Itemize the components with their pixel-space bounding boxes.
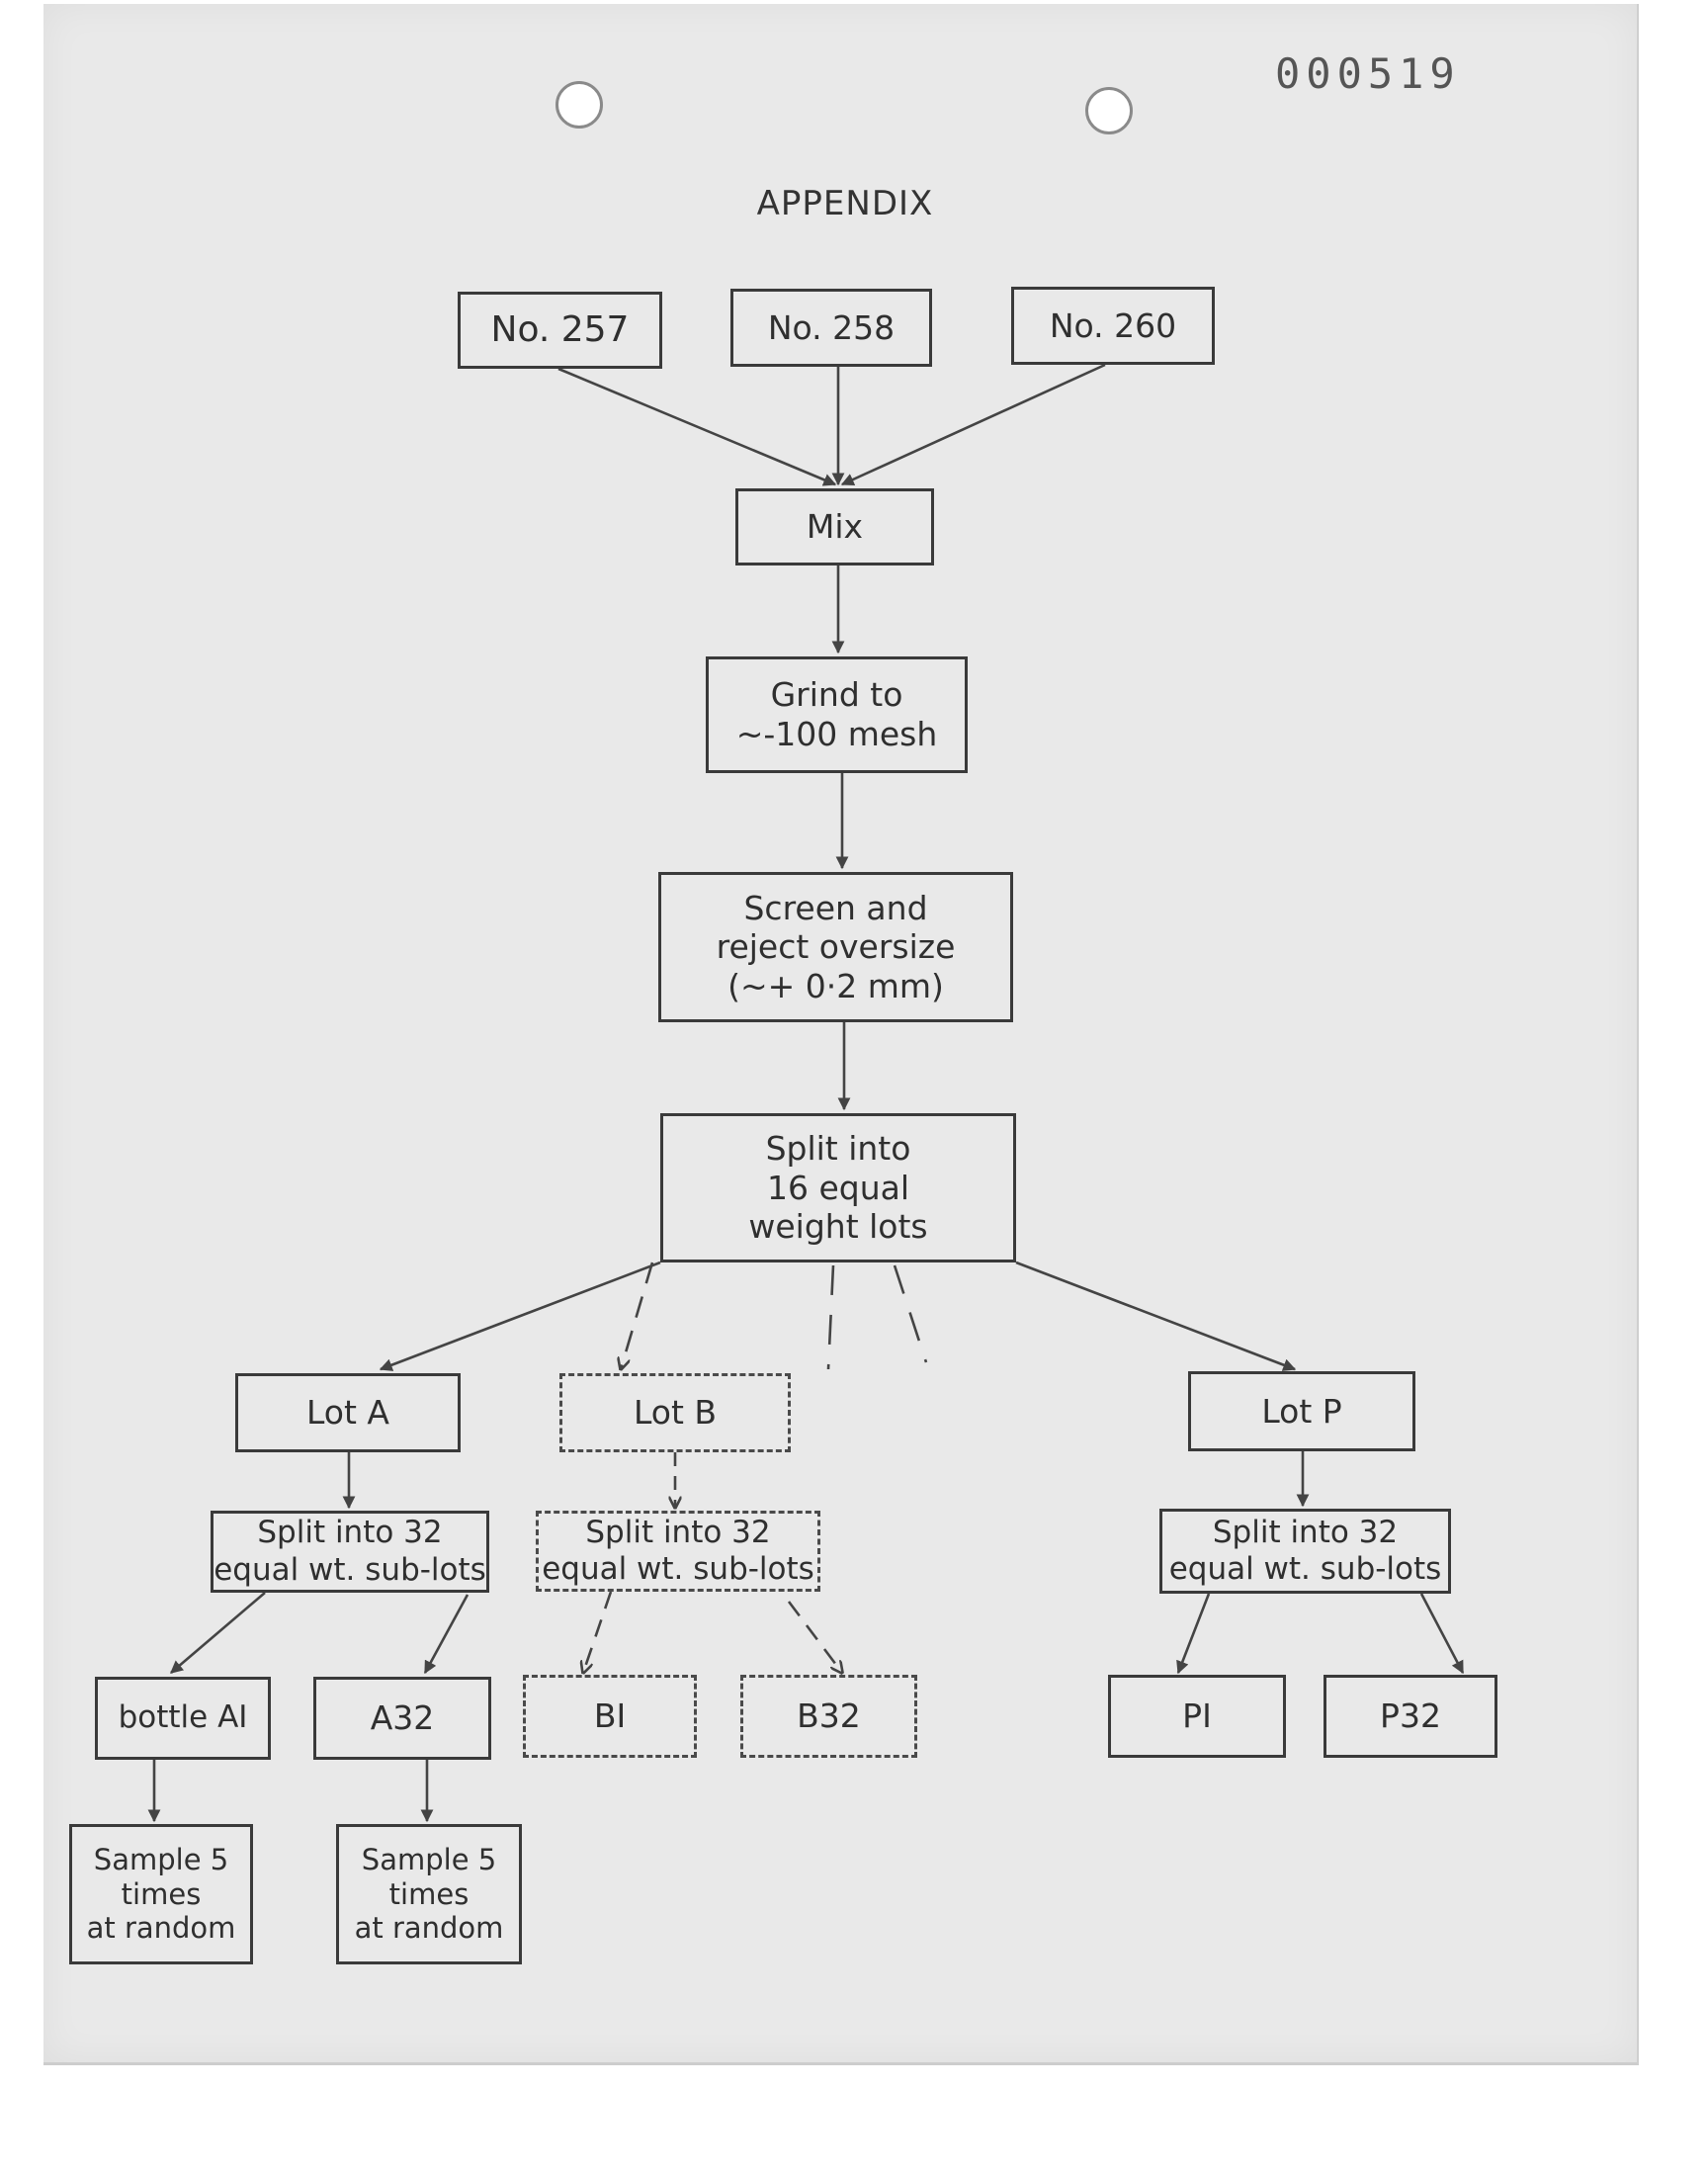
- document-page: [43, 4, 1639, 2065]
- lot-a-label: Lot A: [306, 1393, 389, 1433]
- source-box-257: No. 257: [458, 292, 662, 369]
- bottle-a1-label: bottle AI: [118, 1699, 248, 1736]
- split16-line-3: weight lots: [748, 1207, 928, 1247]
- bottle-b32-box: B32: [740, 1675, 917, 1758]
- screen-line-3: (~+ 0·2 mm): [727, 966, 944, 1005]
- source-label-260: No. 260: [1049, 305, 1177, 345]
- sample-a32-line-3: at random: [354, 1911, 504, 1946]
- split16-line-2: 16 equal: [766, 1168, 910, 1207]
- punch-hole-right: [1085, 87, 1133, 134]
- split32-p-line-1: Split into 32: [1212, 1514, 1399, 1550]
- source-box-258: No. 258: [730, 289, 932, 367]
- bottle-a1-box: bottle AI: [95, 1677, 271, 1760]
- bottle-b1-label: BI: [593, 1696, 627, 1736]
- split16-line-1: Split into: [765, 1129, 911, 1169]
- bottle-b1-box: BI: [523, 1675, 697, 1758]
- sample-a32-line-2: times: [388, 1876, 470, 1911]
- split16-box: Split into 16 equal weight lots: [660, 1113, 1016, 1262]
- sample-a1-line-3: at random: [86, 1911, 236, 1946]
- lot-p-box: Lot P: [1188, 1371, 1415, 1451]
- sample-a1-line-2: times: [121, 1876, 202, 1911]
- bottle-p32-box: P32: [1324, 1675, 1497, 1758]
- bottle-a32-box: A32: [313, 1677, 491, 1760]
- sample-a1-box: Sample 5 times at random: [69, 1824, 253, 1964]
- sample-a32-box: Sample 5 times at random: [336, 1824, 522, 1964]
- split32-p-line-2: equal wt. sub-lots: [1168, 1551, 1442, 1587]
- page-title: APPENDIX: [756, 184, 934, 223]
- source-box-260: No. 260: [1011, 287, 1215, 365]
- document-number: 000519: [1275, 49, 1461, 98]
- screen-line-2: reject oversize: [716, 927, 956, 967]
- split32-a-line-2: equal wt. sub-lots: [214, 1551, 486, 1588]
- split32-p-box: Split into 32 equal wt. sub-lots: [1159, 1509, 1451, 1594]
- grind-line-1: Grind to: [770, 675, 903, 715]
- punch-hole-left: [555, 81, 603, 129]
- mix-label: Mix: [806, 507, 864, 547]
- lot-a-box: Lot A: [235, 1373, 461, 1452]
- split32-b-box: Split into 32 equal wt. sub-lots: [536, 1511, 820, 1592]
- source-label-257: No. 257: [490, 309, 630, 351]
- bottle-p32-label: P32: [1380, 1696, 1441, 1736]
- bottle-b32-label: B32: [797, 1696, 861, 1736]
- grind-box: Grind to ~-100 mesh: [706, 656, 968, 773]
- split32-b-line-1: Split into 32: [585, 1514, 771, 1550]
- lot-b-label: Lot B: [633, 1393, 718, 1433]
- screen-box: Screen and reject oversize (~+ 0·2 mm): [658, 872, 1013, 1022]
- screen-line-1: Screen and: [743, 888, 928, 927]
- split32-b-line-2: equal wt. sub-lots: [542, 1551, 814, 1587]
- bottle-p1-box: PI: [1108, 1675, 1286, 1758]
- split32-a-line-1: Split into 32: [257, 1515, 443, 1551]
- mix-box: Mix: [735, 488, 934, 566]
- bottle-a32-label: A32: [370, 1698, 435, 1738]
- sample-a32-line-1: Sample 5: [361, 1842, 497, 1876]
- lot-b-box: Lot B: [559, 1373, 791, 1452]
- split32-a-box: Split into 32 equal wt. sub-lots: [211, 1511, 489, 1593]
- source-label-258: No. 258: [767, 307, 896, 347]
- bottle-p1-label: PI: [1182, 1696, 1212, 1736]
- sample-a1-line-1: Sample 5: [93, 1842, 229, 1876]
- grind-line-2: ~-100 mesh: [735, 715, 938, 753]
- lot-p-label: Lot P: [1261, 1391, 1342, 1431]
